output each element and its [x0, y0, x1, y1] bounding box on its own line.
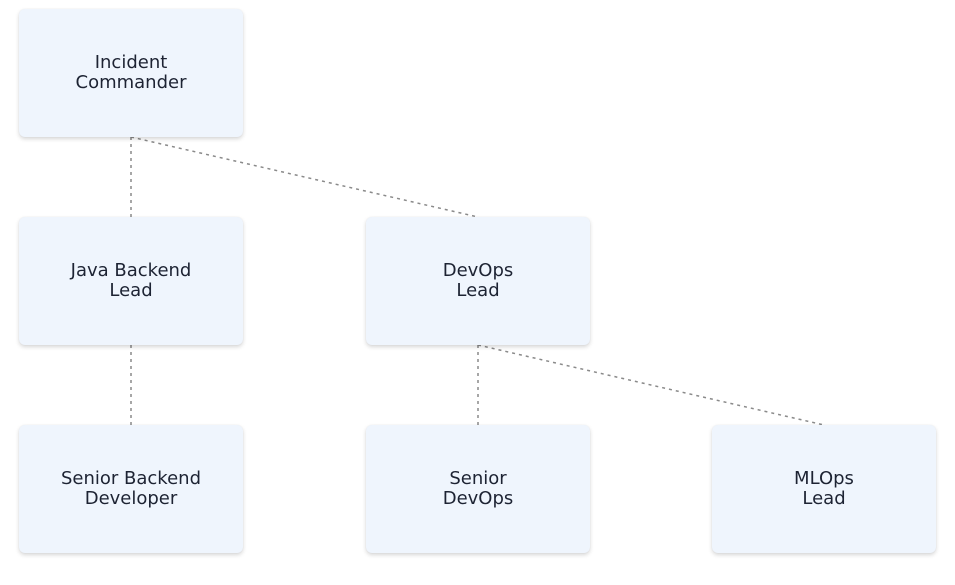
- node-label-line-1: Senior: [449, 468, 507, 489]
- node-senior-backend-developer[interactable]: Senior Backend Developer: [19, 425, 243, 553]
- connector-devops-lead-to-mlops-lead: [477, 344, 825, 426]
- connector-incident-commander-to-devops-lead: [130, 136, 479, 218]
- node-incident-commander[interactable]: Incident Commander: [19, 9, 243, 137]
- node-label-line-1: MLOps: [794, 468, 854, 489]
- node-label-line-2: Developer: [84, 488, 178, 509]
- node-java-backend-lead[interactable]: Java Backend Lead: [19, 217, 243, 345]
- node-label-line-1: Senior Backend: [60, 468, 201, 489]
- node-label-line-2: DevOps: [442, 488, 514, 509]
- node-label-line-1: DevOps: [442, 260, 514, 281]
- node-devops-lead[interactable]: DevOps Lead: [366, 217, 590, 345]
- node-label-line-2: Commander: [75, 72, 187, 93]
- node-label-line-2: Lead: [109, 280, 153, 301]
- node-label-line-1: Incident: [94, 52, 168, 73]
- node-label-line-2: Lead: [456, 280, 500, 301]
- node-mlops-lead[interactable]: MLOps Lead: [712, 425, 936, 553]
- node-label-line-2: Lead: [802, 488, 846, 509]
- node-senior-devops[interactable]: Senior DevOps: [366, 425, 590, 553]
- node-label-line-1: Java Backend: [70, 260, 192, 281]
